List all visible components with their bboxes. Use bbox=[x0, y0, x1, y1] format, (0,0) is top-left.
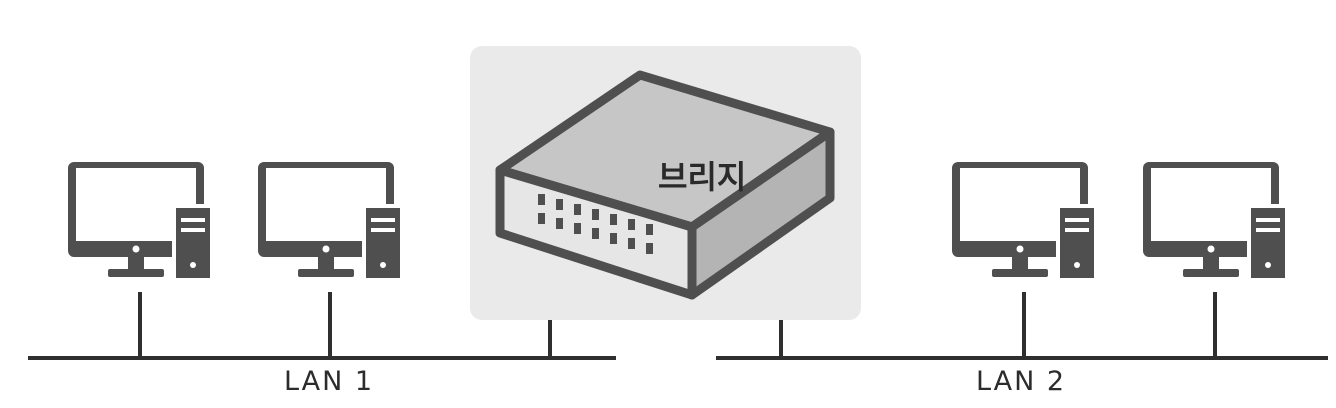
lan-2-line bbox=[716, 356, 1328, 360]
desktop-computer-icon bbox=[258, 162, 402, 280]
lan-1-label: LAN 1 bbox=[284, 366, 375, 397]
desktop-computer-icon bbox=[952, 162, 1096, 280]
pc-2-drop bbox=[328, 292, 332, 356]
bridge-device-icon: 브리지 bbox=[495, 70, 835, 300]
desktop-computer-icon bbox=[68, 162, 212, 280]
bridge-lan-1-drop bbox=[548, 320, 552, 356]
bridge-ports bbox=[538, 194, 653, 254]
desktop-computer-icon bbox=[1143, 162, 1287, 280]
pc-3-drop bbox=[1022, 292, 1026, 356]
pc-1-drop bbox=[138, 292, 142, 356]
bridge-lan-2-drop bbox=[779, 320, 783, 356]
lan-2-label: LAN 2 bbox=[976, 366, 1067, 397]
bridge-label: 브리지 bbox=[658, 158, 746, 196]
pc-4-drop bbox=[1213, 292, 1217, 356]
lan-1-line bbox=[28, 356, 616, 360]
